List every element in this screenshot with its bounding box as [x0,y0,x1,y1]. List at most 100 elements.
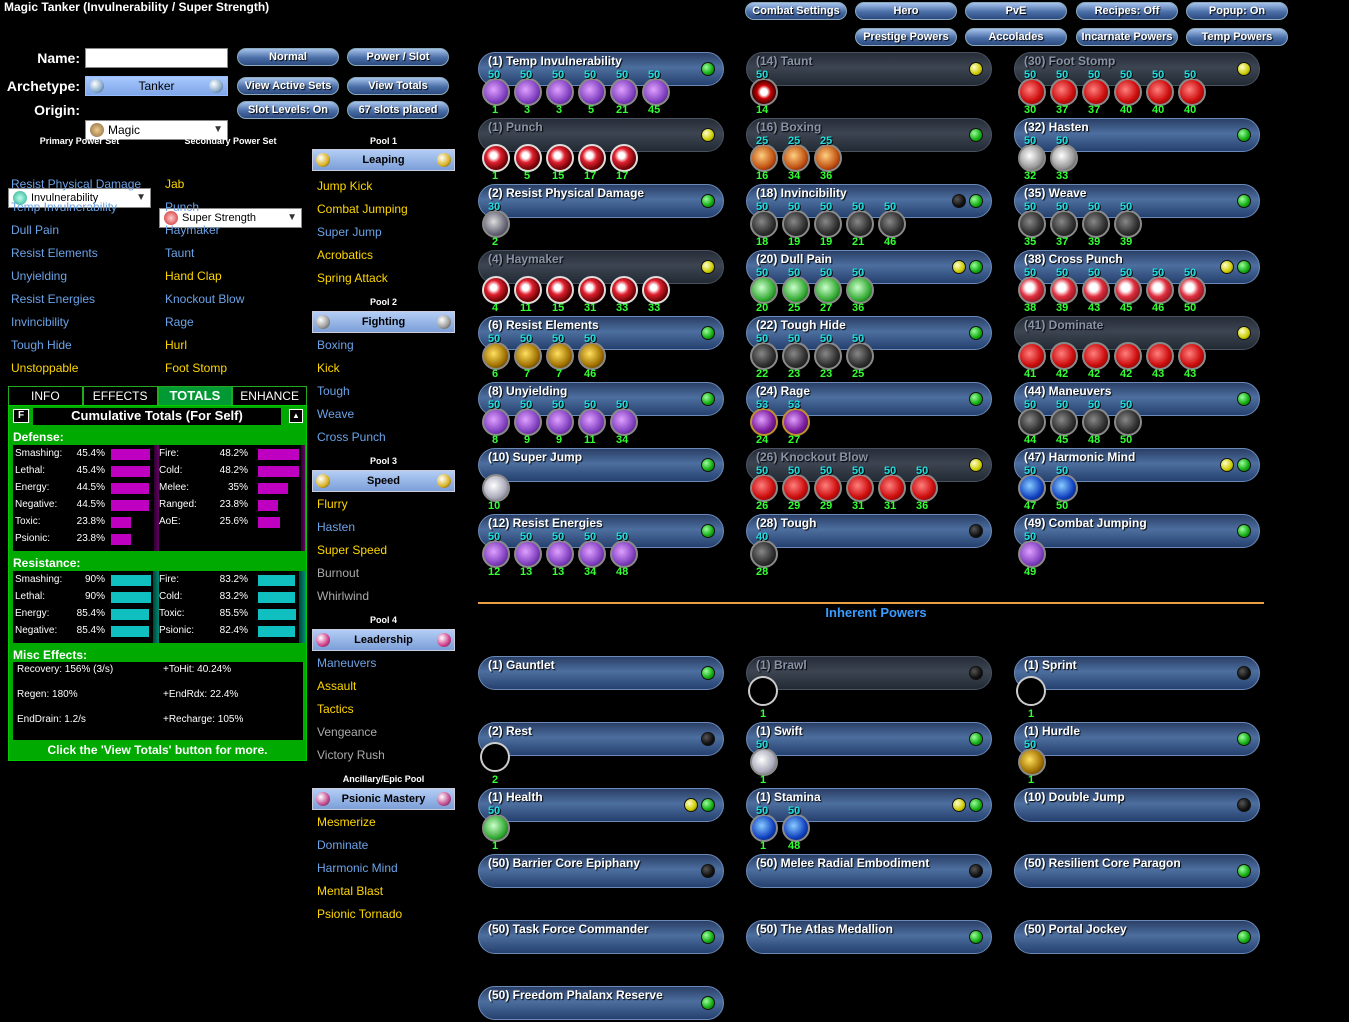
green-status-icon[interactable] [1237,194,1251,208]
enhancement-icon[interactable] [846,276,874,304]
black-status-icon[interactable] [969,666,983,680]
green-status-icon[interactable] [701,458,715,472]
enhancement-icon[interactable] [782,210,810,238]
black-status-icon[interactable] [1237,798,1251,812]
enhancement-icon[interactable] [1050,78,1078,106]
pool-power-tough[interactable]: Tough [317,384,350,398]
enhancement-icon[interactable] [610,276,638,304]
secondary-power-punch[interactable]: Punch [165,200,200,214]
enhancement-icon[interactable] [578,408,606,436]
pool-power-acrobatics[interactable]: Acrobatics [317,248,374,262]
pool-power-super-speed[interactable]: Super Speed [317,543,388,557]
primary-power-resist-energies[interactable]: Resist Energies [11,292,96,306]
pool-select-fighting[interactable]: Fighting [312,311,455,333]
power-slot-50-the-atlas-medallion[interactable]: (50) The Atlas Medallion [746,920,992,954]
enhancement-icon[interactable] [750,276,778,304]
power-slot-1-hurdle[interactable]: (1) Hurdle [1014,722,1260,756]
pool-power-cross-punch[interactable]: Cross Punch [317,430,386,444]
green-status-icon[interactable] [969,930,983,944]
enhancement-icon[interactable] [1018,276,1046,304]
yellow-status-icon[interactable] [701,260,715,274]
enhancement-icon[interactable] [546,78,574,106]
power-slot-2-resist-physical-damage[interactable]: (2) Resist Physical Damage [478,184,724,218]
enhancement-icon[interactable] [1018,474,1046,502]
green-status-icon[interactable] [1237,128,1251,142]
enhancement-icon[interactable] [546,144,574,172]
f-toggle-button[interactable]: F [13,409,29,423]
top-button-accolades[interactable]: Accolades [965,28,1067,46]
black-status-icon[interactable] [1237,666,1251,680]
enhancement-icon[interactable] [578,276,606,304]
enhancement-icon[interactable] [642,276,670,304]
secondary-power-hurl[interactable]: Hurl [165,338,188,352]
power-slot-50-freedom-phalanx-reserve[interactable]: (50) Freedom Phalanx Reserve [478,986,724,1020]
primary-power-temp-invulnerability[interactable]: Temp Invulnerability [11,200,118,214]
enhancement-icon[interactable] [482,408,510,436]
green-status-icon[interactable] [701,392,715,406]
pool-power-weave[interactable]: Weave [317,407,355,421]
primary-power-unstoppable[interactable]: Unstoppable [11,361,79,375]
enhancement-icon[interactable] [1082,210,1110,238]
green-status-icon[interactable] [969,798,983,812]
enhancement-icon[interactable] [1114,408,1142,436]
enhancement-icon[interactable] [1114,78,1142,106]
empty-slot-icon[interactable] [1018,678,1044,704]
green-status-icon[interactable] [1237,392,1251,406]
enhancement-icon[interactable] [514,144,542,172]
enhancement-icon[interactable] [846,342,874,370]
green-status-icon[interactable] [1237,930,1251,944]
green-status-icon[interactable] [701,194,715,208]
button-67-slots-placed[interactable]: 67 slots placed [347,101,449,119]
secondary-power-haymaker[interactable]: Haymaker [165,223,220,237]
top-button-pve[interactable]: PvE [965,2,1067,20]
enhancement-icon[interactable] [750,144,778,172]
enhancement-icon[interactable] [1050,210,1078,238]
enhancement-icon[interactable] [482,540,510,568]
yellow-status-icon[interactable] [1237,62,1251,76]
pool-power-combat-jumping[interactable]: Combat Jumping [317,202,408,216]
enhancement-icon[interactable] [1050,144,1078,172]
enhancement-icon[interactable] [482,276,510,304]
green-status-icon[interactable] [1237,524,1251,538]
enhancement-icon[interactable] [1114,342,1142,370]
pool-power-harmonic-mind[interactable]: Harmonic Mind [317,861,398,875]
enhancement-icon[interactable] [578,540,606,568]
enhancement-icon[interactable] [782,814,810,842]
top-button-combat-settings[interactable]: Combat Settings [745,2,847,20]
enhancement-icon[interactable] [1018,210,1046,238]
enhancement-icon[interactable] [1146,276,1174,304]
enhancement-icon[interactable] [1018,408,1046,436]
name-field[interactable] [85,48,228,68]
black-status-icon[interactable] [952,194,966,208]
pool-power-mental-blast[interactable]: Mental Blast [317,884,384,898]
power-slot-28-tough[interactable]: (28) Tough [746,514,992,548]
enhancement-icon[interactable] [1018,748,1046,776]
enhancement-icon[interactable] [878,210,906,238]
enhancement-icon[interactable] [482,210,510,238]
green-status-icon[interactable] [1237,458,1251,472]
tab-info[interactable]: INFO [8,386,83,406]
green-status-icon[interactable] [701,62,715,76]
green-status-icon[interactable] [701,326,715,340]
yellow-status-icon[interactable] [969,458,983,472]
pool-power-dominate[interactable]: Dominate [317,838,369,852]
power-slot-1-swift[interactable]: (1) Swift [746,722,992,756]
pool-power-burnout[interactable]: Burnout [317,566,360,580]
collapse-icon[interactable]: ▲ [289,409,303,423]
pool-select-leadership[interactable]: Leadership [312,629,455,651]
green-status-icon[interactable] [701,798,715,812]
enhancement-icon[interactable] [1082,342,1110,370]
empty-slot-icon[interactable] [750,678,776,704]
green-status-icon[interactable] [969,194,983,208]
power-slot-16-boxing[interactable]: (16) Boxing [746,118,992,152]
power-slot-10-double-jump[interactable]: (10) Double Jump [1014,788,1260,822]
enhancement-icon[interactable] [750,540,778,568]
enhancement-icon[interactable] [1082,78,1110,106]
secondary-power-hand-clap[interactable]: Hand Clap [165,269,222,283]
primary-power-resist-elements[interactable]: Resist Elements [11,246,98,260]
green-status-icon[interactable] [969,128,983,142]
pool-power-spring-attack[interactable]: Spring Attack [317,271,388,285]
enhancement-icon[interactable] [610,78,638,106]
primary-power-invincibility[interactable]: Invincibility [11,315,70,329]
enhancement-icon[interactable] [1114,276,1142,304]
